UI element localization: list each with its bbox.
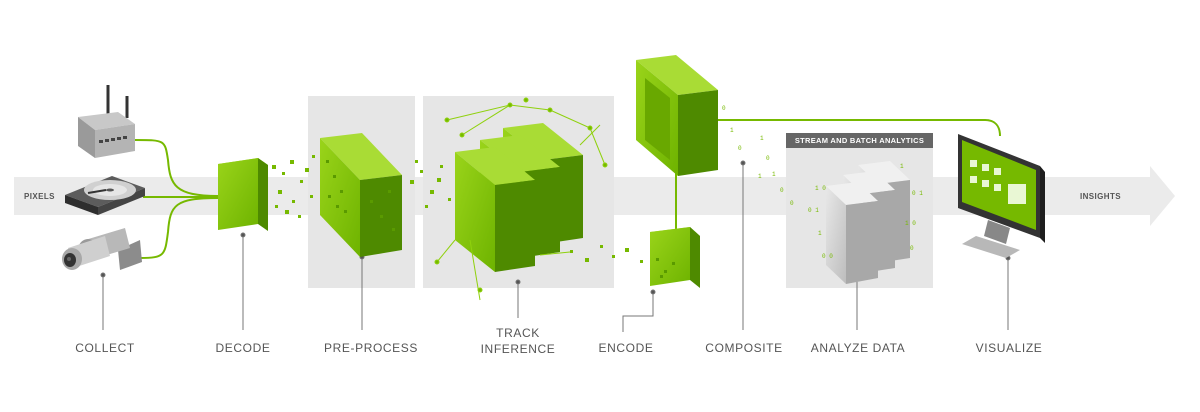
svg-text:0: 0 — [766, 155, 770, 162]
flow-end-label: INSIGHTS — [1080, 192, 1121, 201]
stage-label-encode: ENCODE — [598, 341, 654, 355]
flow-start-label: PIXELS — [24, 192, 55, 201]
svg-text:0: 0 — [722, 105, 726, 112]
connector-lines — [134, 119, 1001, 259]
svg-text:0: 0 — [910, 245, 914, 252]
stage-label-track: TRACK — [496, 326, 540, 340]
svg-text:1: 1 — [758, 173, 762, 180]
stage-label-inference: INFERENCE — [480, 342, 556, 356]
svg-text:1: 1 — [818, 230, 822, 237]
stage-pointers — [100, 160, 1011, 332]
stage-label-analyze: ANALYZE DATA — [810, 341, 906, 355]
stage-label-decode: DECODE — [215, 341, 271, 355]
encode-box — [650, 227, 700, 288]
stage-label-track-inference: TRACK INFERENCE — [448, 325, 588, 357]
network-lines — [434, 97, 608, 301]
data-particles — [272, 155, 643, 263]
svg-text:1: 1 — [760, 135, 764, 142]
svg-text:0 0: 0 0 — [822, 253, 833, 260]
stage-label-composite: COMPOSITE — [705, 341, 783, 355]
analytics-banner: STREAM AND BATCH ANALYTICS — [786, 133, 933, 148]
svg-text:0: 0 — [780, 187, 784, 194]
svg-text:1: 1 — [772, 171, 776, 178]
svg-text:1 0: 1 0 — [905, 220, 916, 227]
analytics-boxes: 1 0 0 1 1 0 0 1 0 1 1 0 0 — [808, 161, 923, 284]
decode-box — [218, 158, 268, 231]
svg-text:1: 1 — [900, 163, 904, 170]
hard-drive-icon — [65, 176, 145, 215]
stage-label-visualize: VISUALIZE — [975, 341, 1043, 355]
composite-box — [636, 55, 718, 176]
svg-text:0 1: 0 1 — [808, 207, 819, 214]
svg-text:0: 0 — [790, 200, 794, 207]
inference-boxes — [455, 123, 583, 272]
monitor-icon — [958, 134, 1045, 258]
svg-text:1 0: 1 0 — [815, 185, 826, 192]
code-glyphs: 0 1 0 1 0 1 0 1 0 — [722, 105, 794, 207]
preprocess-box — [320, 133, 402, 257]
svg-text:1: 1 — [730, 127, 734, 134]
svg-text:0 1: 0 1 — [912, 190, 923, 197]
security-camera-icon — [62, 228, 142, 270]
svg-text:0: 0 — [738, 145, 742, 152]
stage-label-preprocess: PRE-PROCESS — [324, 341, 418, 355]
stage-label-collect: COLLECT — [75, 341, 135, 355]
router-icon — [78, 85, 135, 158]
